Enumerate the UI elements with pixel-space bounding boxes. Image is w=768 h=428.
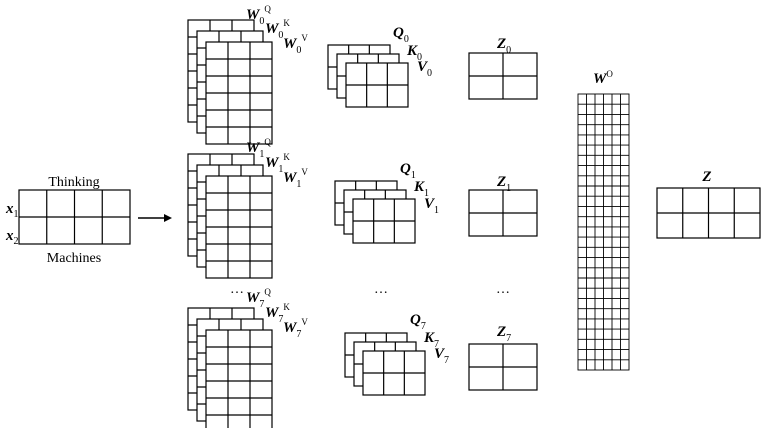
head-0-z-label: Z0 bbox=[496, 36, 511, 56]
arrow-icon bbox=[138, 214, 172, 222]
head-1-v-matrix bbox=[352, 198, 416, 244]
head-1-v-label: V1 bbox=[424, 196, 439, 216]
output-z-matrix bbox=[656, 187, 761, 239]
head-0-k-label: K0 bbox=[406, 43, 422, 63]
head-1-wq-label: W1Q bbox=[246, 137, 271, 160]
input-matrix bbox=[18, 189, 131, 245]
head-1-q-label: Q1 bbox=[400, 161, 416, 181]
wo-matrix bbox=[577, 93, 630, 371]
wo-label: WO bbox=[593, 69, 613, 87]
ellipsis-z: … bbox=[496, 282, 510, 297]
head-0-wv-label: W0V bbox=[283, 33, 308, 56]
input-top-label: Thinking bbox=[48, 175, 99, 190]
input-row-2-label: x2 bbox=[5, 228, 19, 247]
head-7-q-label: Q7 bbox=[410, 312, 426, 332]
diagram-labels: Thinking Machines x1 x2 W0Q W0K W0V W1Q … bbox=[5, 4, 712, 366]
head-7-z-label: Z7 bbox=[496, 324, 511, 344]
head-1-wv-matrix bbox=[205, 175, 273, 279]
head-0-q-label: Q0 bbox=[393, 25, 409, 45]
head-7-k-label: K7 bbox=[423, 330, 439, 350]
head-7-wv-label: W7V bbox=[283, 317, 308, 340]
head-0-wk-label: W0K bbox=[265, 18, 290, 41]
head-7-v-label: V7 bbox=[434, 346, 449, 366]
head-7-wq-label: W7Q bbox=[246, 287, 271, 310]
ellipsis-qkv: … bbox=[374, 282, 388, 297]
head-0-v-matrix bbox=[345, 62, 409, 108]
head-1-wv-label: W1V bbox=[283, 167, 308, 190]
input-bottom-label: Machines bbox=[47, 251, 101, 266]
head-7-wk-label: W7K bbox=[265, 302, 290, 325]
diagram-shapes bbox=[18, 19, 761, 428]
head-1-z-matrix bbox=[468, 189, 538, 237]
head-7-wv-matrix bbox=[205, 329, 273, 428]
head-0-z-matrix bbox=[468, 52, 538, 100]
head-1-z-label: Z1 bbox=[496, 174, 511, 194]
head-7-z-matrix bbox=[468, 343, 538, 391]
head-1-k-label: K1 bbox=[413, 179, 429, 199]
ellipsis-weights: … bbox=[230, 282, 244, 297]
input-row-1-label: x1 bbox=[5, 201, 19, 220]
head-0-wv-matrix bbox=[205, 41, 273, 145]
head-0-v-label: V0 bbox=[417, 59, 432, 79]
head-0-wq-label: W0Q bbox=[246, 4, 271, 27]
output-z-label: Z bbox=[701, 169, 711, 185]
head-1-wk-label: W1K bbox=[265, 152, 290, 175]
head-7-v-matrix bbox=[362, 350, 426, 396]
